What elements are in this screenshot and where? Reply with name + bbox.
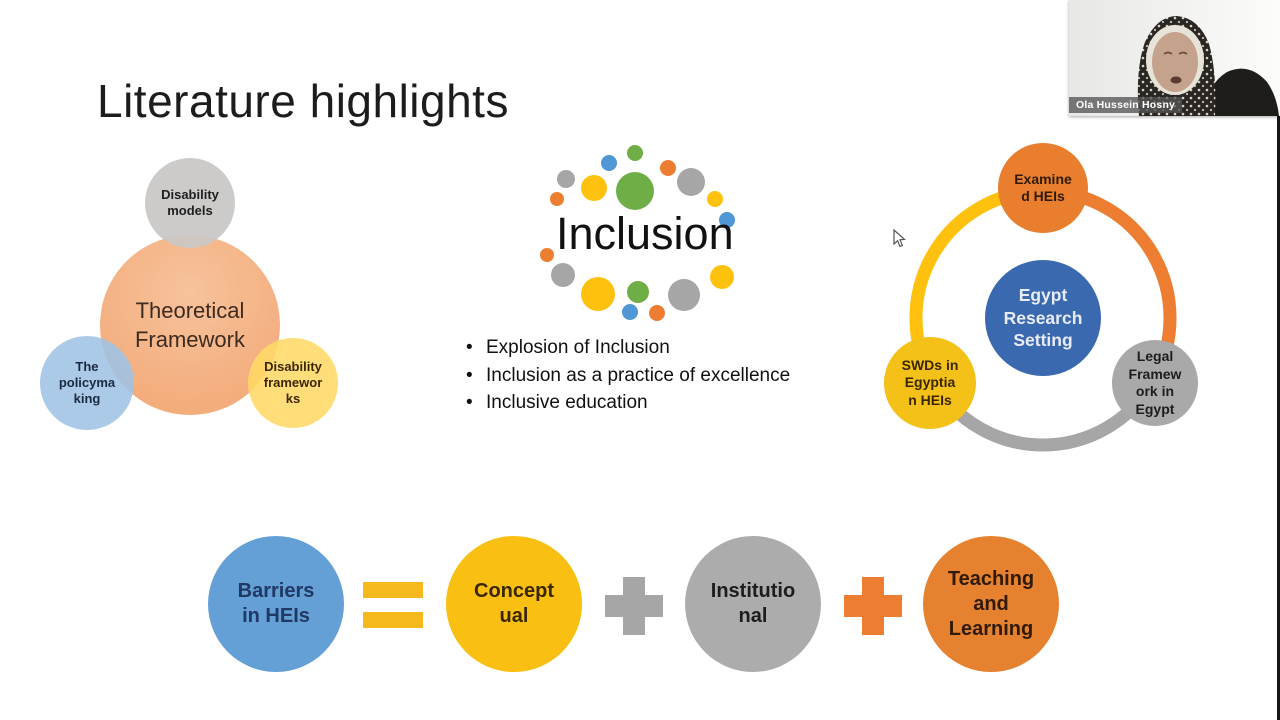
legal-framework-label: Legal Framew ork in Egypt <box>1128 348 1182 417</box>
conceptual-label: Concept ual <box>474 580 554 627</box>
orange-dot <box>660 160 676 176</box>
bullet-item: Inclusive education <box>462 389 790 417</box>
disability-frameworks-label: Disability framewor ks <box>263 358 323 407</box>
gray-dot <box>551 263 575 287</box>
orange-dot <box>550 192 564 206</box>
examined-heis-label: Examine d HEIs <box>1014 170 1072 205</box>
teaching-learning-circle: Teaching and Learning <box>923 536 1059 672</box>
page-title: Literature highlights <box>97 75 509 127</box>
inclusion-word: Inclusion <box>556 208 734 259</box>
institutional-circle: Institutio nal <box>685 536 821 672</box>
yellow-dot <box>581 175 607 201</box>
disability-models-label: Disability models <box>161 186 219 218</box>
green-dot <box>627 281 649 303</box>
examined-heis-circle: Examine d HEIs <box>998 143 1088 233</box>
egypt-research-setting-label: Egypt Research Setting <box>1003 284 1083 351</box>
legal-framework-circle: Legal Framew ork in Egypt <box>1112 340 1198 426</box>
bullet-item: Inclusion as a practice of excellence <box>462 362 790 390</box>
theoretical-framework-label: Theoretical Framework <box>134 297 245 352</box>
webcam-video-tile[interactable]: Ola Hussein Hosny <box>1069 0 1280 116</box>
yellow-dot <box>707 191 723 207</box>
mouse-cursor-icon <box>893 229 906 248</box>
participant-name-label: Ola Hussein Hosny <box>1069 97 1183 113</box>
blue-dot <box>622 304 638 320</box>
teaching-learning-label: Teaching and Learning <box>947 567 1035 640</box>
policymaking-label: The policyma king <box>58 358 116 407</box>
screen-edge-divider <box>1277 114 1280 720</box>
plus-sign <box>605 577 663 635</box>
yellow-dot <box>581 277 615 311</box>
institutional-label: Institutio nal <box>710 580 796 627</box>
barriers-in-heis-circle: Barriers in HEIs <box>208 536 344 672</box>
equals-sign <box>363 582 423 628</box>
barriers-in-heis-label: Barriers in HEIs <box>237 580 315 627</box>
bullet-item: Explosion of Inclusion <box>462 334 790 362</box>
yellow-dot <box>710 265 734 289</box>
disability-models-circle: Disability models <box>145 158 235 248</box>
green-dot <box>627 145 643 161</box>
policymaking-circle: The policyma king <box>40 336 134 430</box>
blue-dot <box>719 212 735 228</box>
orange-dot <box>540 248 554 262</box>
orange-dot <box>649 305 665 321</box>
blue-dot <box>601 155 617 171</box>
egypt-research-setting-circle: Egypt Research Setting <box>985 260 1101 376</box>
disability-frameworks-circle: Disability framewor ks <box>248 338 338 428</box>
inclusion-bullet-list: Explosion of Inclusion Inclusion as a pr… <box>462 334 790 417</box>
gray-dot <box>677 168 705 196</box>
swds-egyptian-heis-label: SWDs in Egyptia n HEIs <box>901 356 959 408</box>
presenter-portrait <box>1069 0 1280 116</box>
swds-egyptian-heis-circle: SWDs in Egyptia n HEIs <box>884 337 976 429</box>
plus-sign <box>844 577 902 635</box>
green-dot <box>616 172 654 210</box>
gray-dot <box>557 170 575 188</box>
conceptual-circle: Concept ual <box>446 536 582 672</box>
gray-dot <box>668 279 700 311</box>
